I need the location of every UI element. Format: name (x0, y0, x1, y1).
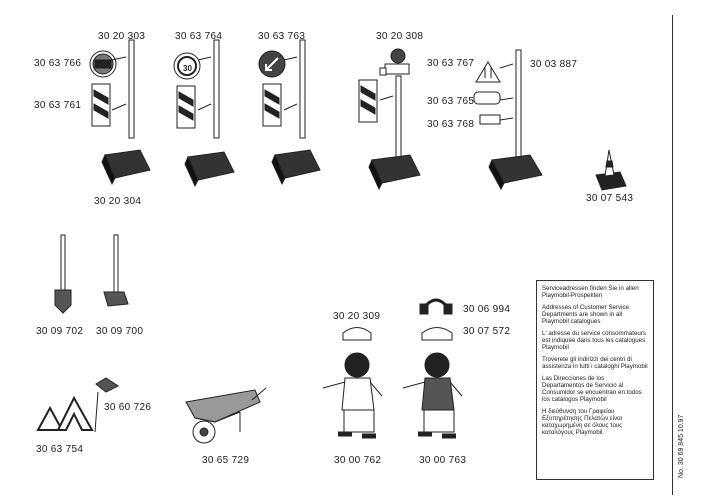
part-number: 30 63 766 (34, 58, 82, 69)
part-number: 30 06 994 (463, 304, 511, 315)
service-text: Troverete gli indirizzi dei centri di as… (542, 356, 648, 370)
no-overtaking-plate (473, 91, 501, 105)
traffic-cone (595, 149, 627, 191)
margin-rule (672, 15, 673, 495)
part-number: 30 63 761 (34, 100, 82, 111)
service-text: Serviceadressen finden Sie in allen Play… (542, 285, 639, 299)
sign-post (515, 49, 522, 161)
chevron-board (358, 79, 378, 123)
construction-worker-figure (322, 327, 383, 439)
chevron-board (262, 83, 282, 127)
no-overtaking-sign (89, 50, 117, 78)
roadwork-triangle (36, 395, 94, 431)
part-number: 30 07 572 (463, 326, 511, 337)
concrete-base (184, 151, 235, 188)
part-number: 30 60 726 (104, 402, 152, 413)
service-text: Η διεύθυνση του Γραφείου Εξυπηρέτησης Πε… (542, 408, 623, 436)
sign-post (128, 39, 135, 139)
part-number: 30 63 765 (427, 96, 475, 107)
part-number: 30 09 702 (36, 326, 84, 337)
crank-tool (94, 377, 119, 433)
part-number: 30 00 763 (419, 455, 467, 466)
warning-lamp (379, 48, 410, 76)
chevron-board (91, 83, 111, 127)
construction-worker-figure (402, 327, 463, 439)
small-plate (479, 114, 501, 125)
warning-triangle-sign (475, 61, 501, 83)
part-number: 30 09 700 (96, 326, 144, 337)
part-number: 30 20 308 (376, 31, 424, 42)
part-number: 30 65 729 (202, 455, 250, 466)
hammer-tool (103, 234, 129, 307)
sign-post (213, 39, 220, 139)
sign-post (299, 39, 306, 139)
part-number: 30 20 309 (333, 311, 381, 322)
part-number: 30 20 304 (94, 196, 142, 207)
sign-post (395, 75, 402, 165)
part-number: 30 07 543 (586, 193, 634, 204)
earmuffs (419, 298, 453, 315)
customer-service-box: Serviceadressen finden Sie in allen Play… (536, 280, 654, 480)
concrete-base (101, 149, 151, 186)
concrete-base (271, 149, 321, 186)
service-text: Addresses of Customer Service Department… (542, 304, 630, 325)
speed-limit-text: 30 (183, 64, 192, 73)
service-text: L' adresse du service consommateurs est … (542, 330, 647, 351)
service-text: Las Direcciones de los Departamentos de … (542, 375, 642, 403)
part-number: 30 63 767 (427, 58, 475, 69)
part-number: 30 63 754 (36, 444, 84, 455)
part-number: 30 63 764 (175, 31, 223, 42)
speed-limit-sign (173, 52, 201, 80)
part-number: 30 00 762 (334, 455, 382, 466)
part-number: 30 03 887 (530, 59, 578, 70)
part-number: 30 63 763 (258, 31, 306, 42)
wheelbarrow (185, 387, 267, 444)
concrete-base (488, 154, 543, 191)
part-number: 30 63 768 (427, 119, 475, 130)
part-number: 30 20 303 (98, 31, 146, 42)
chevron-board (176, 85, 196, 129)
concrete-base (368, 154, 421, 191)
keep-right-sign (258, 50, 286, 78)
document-code: No. 30 69 845 10.97 (678, 414, 685, 478)
shovel (54, 234, 72, 314)
